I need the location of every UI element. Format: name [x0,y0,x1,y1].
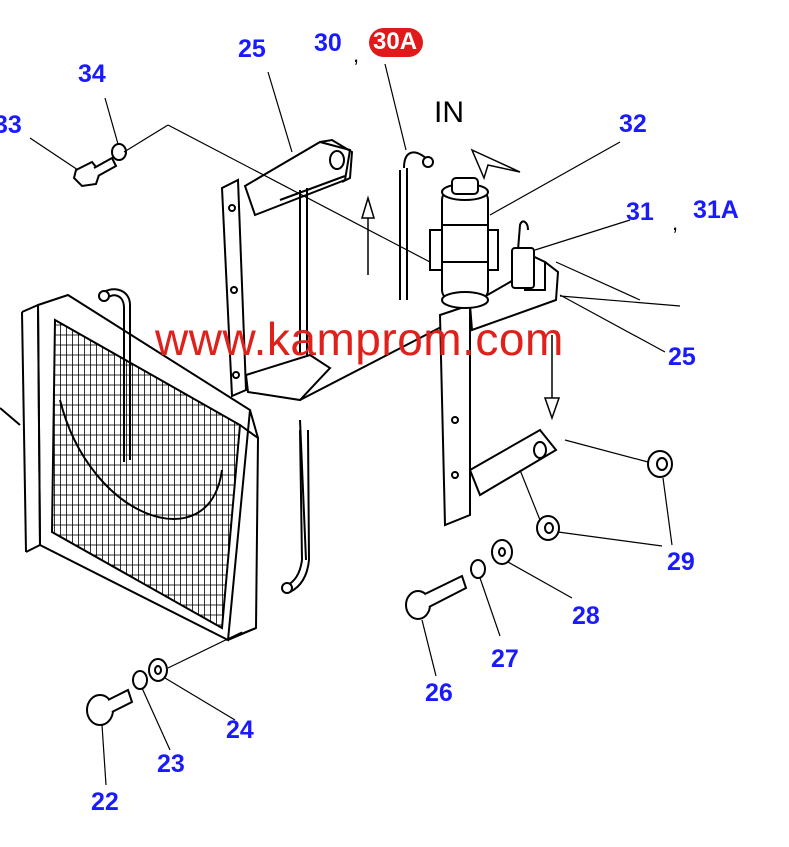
washer-27 [470,559,486,579]
receiver-drier [429,177,535,309]
refrigerant-pipes [98,151,529,594]
callout-23: 23 [157,750,185,778]
leader-lines [29,63,681,786]
bracket-frame [220,138,560,561]
callout-25-top: 25 [238,35,266,63]
callout-30a-badge: 30A [369,28,424,57]
bolt-22 [86,688,134,726]
flow-arrows [360,148,561,421]
nut-29a [647,450,673,478]
callout-31a: 31A [693,196,739,224]
callout-30: 30 [314,29,342,57]
hardware [72,143,673,726]
callout-34: 34 [78,60,106,88]
callout-28: 28 [572,602,600,630]
callout-27: 27 [491,645,519,673]
callout-33: 33 [0,111,22,139]
washer-34 [111,143,127,161]
separator-31: , [672,210,679,235]
separator-30: , [353,42,360,67]
bolt-26 [405,574,468,620]
callout-29: 29 [667,548,695,576]
nut-29b [536,515,560,541]
callout-32: 32 [619,110,647,138]
callout-24: 24 [226,716,254,744]
watermark: www.kamprom.com [155,313,564,365]
bolt-33 [72,156,118,188]
washer-23 [132,670,148,690]
flow-label-in: IN [434,96,464,129]
callout-25-right: 25 [668,343,696,371]
callout-31: 31 [626,198,654,226]
callout-22: 22 [91,788,119,816]
callout-26: 26 [425,679,453,707]
condenser-core [0,293,260,642]
